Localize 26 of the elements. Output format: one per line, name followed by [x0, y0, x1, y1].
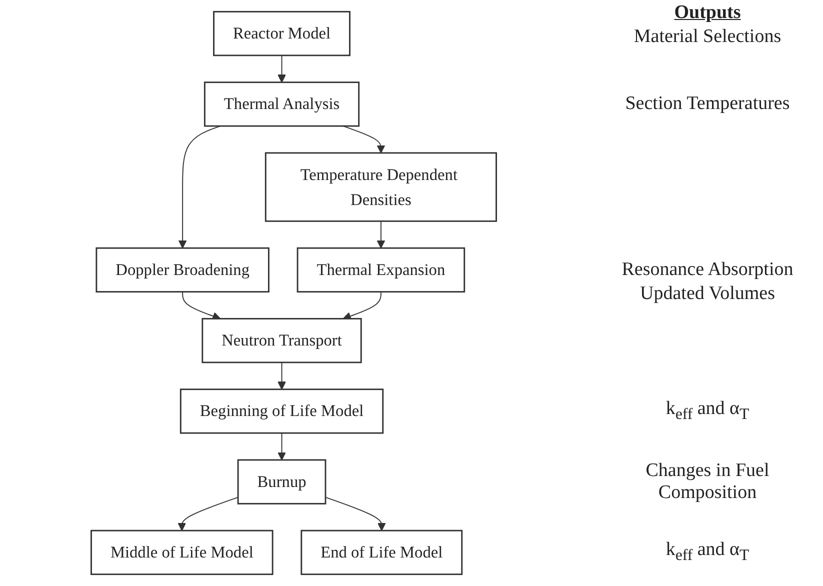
- node-box: Thermal Analysis: [204, 82, 360, 127]
- node-box: Temperature Dependent Densities: [265, 152, 498, 222]
- arrow: [278, 362, 286, 390]
- arrow: [178, 496, 239, 531]
- node-box: Beginning of Life Model: [180, 388, 384, 434]
- output-label: Section Temperatures: [624, 93, 791, 116]
- output-label: Material Selections: [632, 26, 782, 48]
- output-label: Resonance Absorption: [620, 258, 794, 281]
- output-label: k$_{eff}$ and α$_{T}$: [664, 539, 750, 566]
- node-box: Doppler Broadening: [96, 247, 270, 293]
- output-label: Updated Volumes: [639, 282, 776, 305]
- output-label: Changes in Fuel Composition: [644, 460, 770, 504]
- node-box: Burnup: [238, 459, 326, 504]
- output-label: k$_{eff}$ and α$_{T}$: [664, 398, 750, 424]
- node-box: Neutron Transport: [202, 318, 362, 364]
- arrow: [278, 54, 286, 83]
- node-box: Middle of Life Model: [90, 530, 274, 576]
- arrow: [343, 291, 382, 320]
- arrow: [278, 432, 286, 460]
- arrow: [182, 291, 221, 320]
- column-heading: Outputs: [673, 2, 742, 24]
- node-box: Thermal Expansion: [297, 247, 466, 293]
- node-box: End of Life Model: [300, 530, 463, 576]
- arrow: [325, 496, 386, 531]
- arrow: [376, 220, 386, 248]
- node-box: Reactor Model: [213, 10, 351, 56]
